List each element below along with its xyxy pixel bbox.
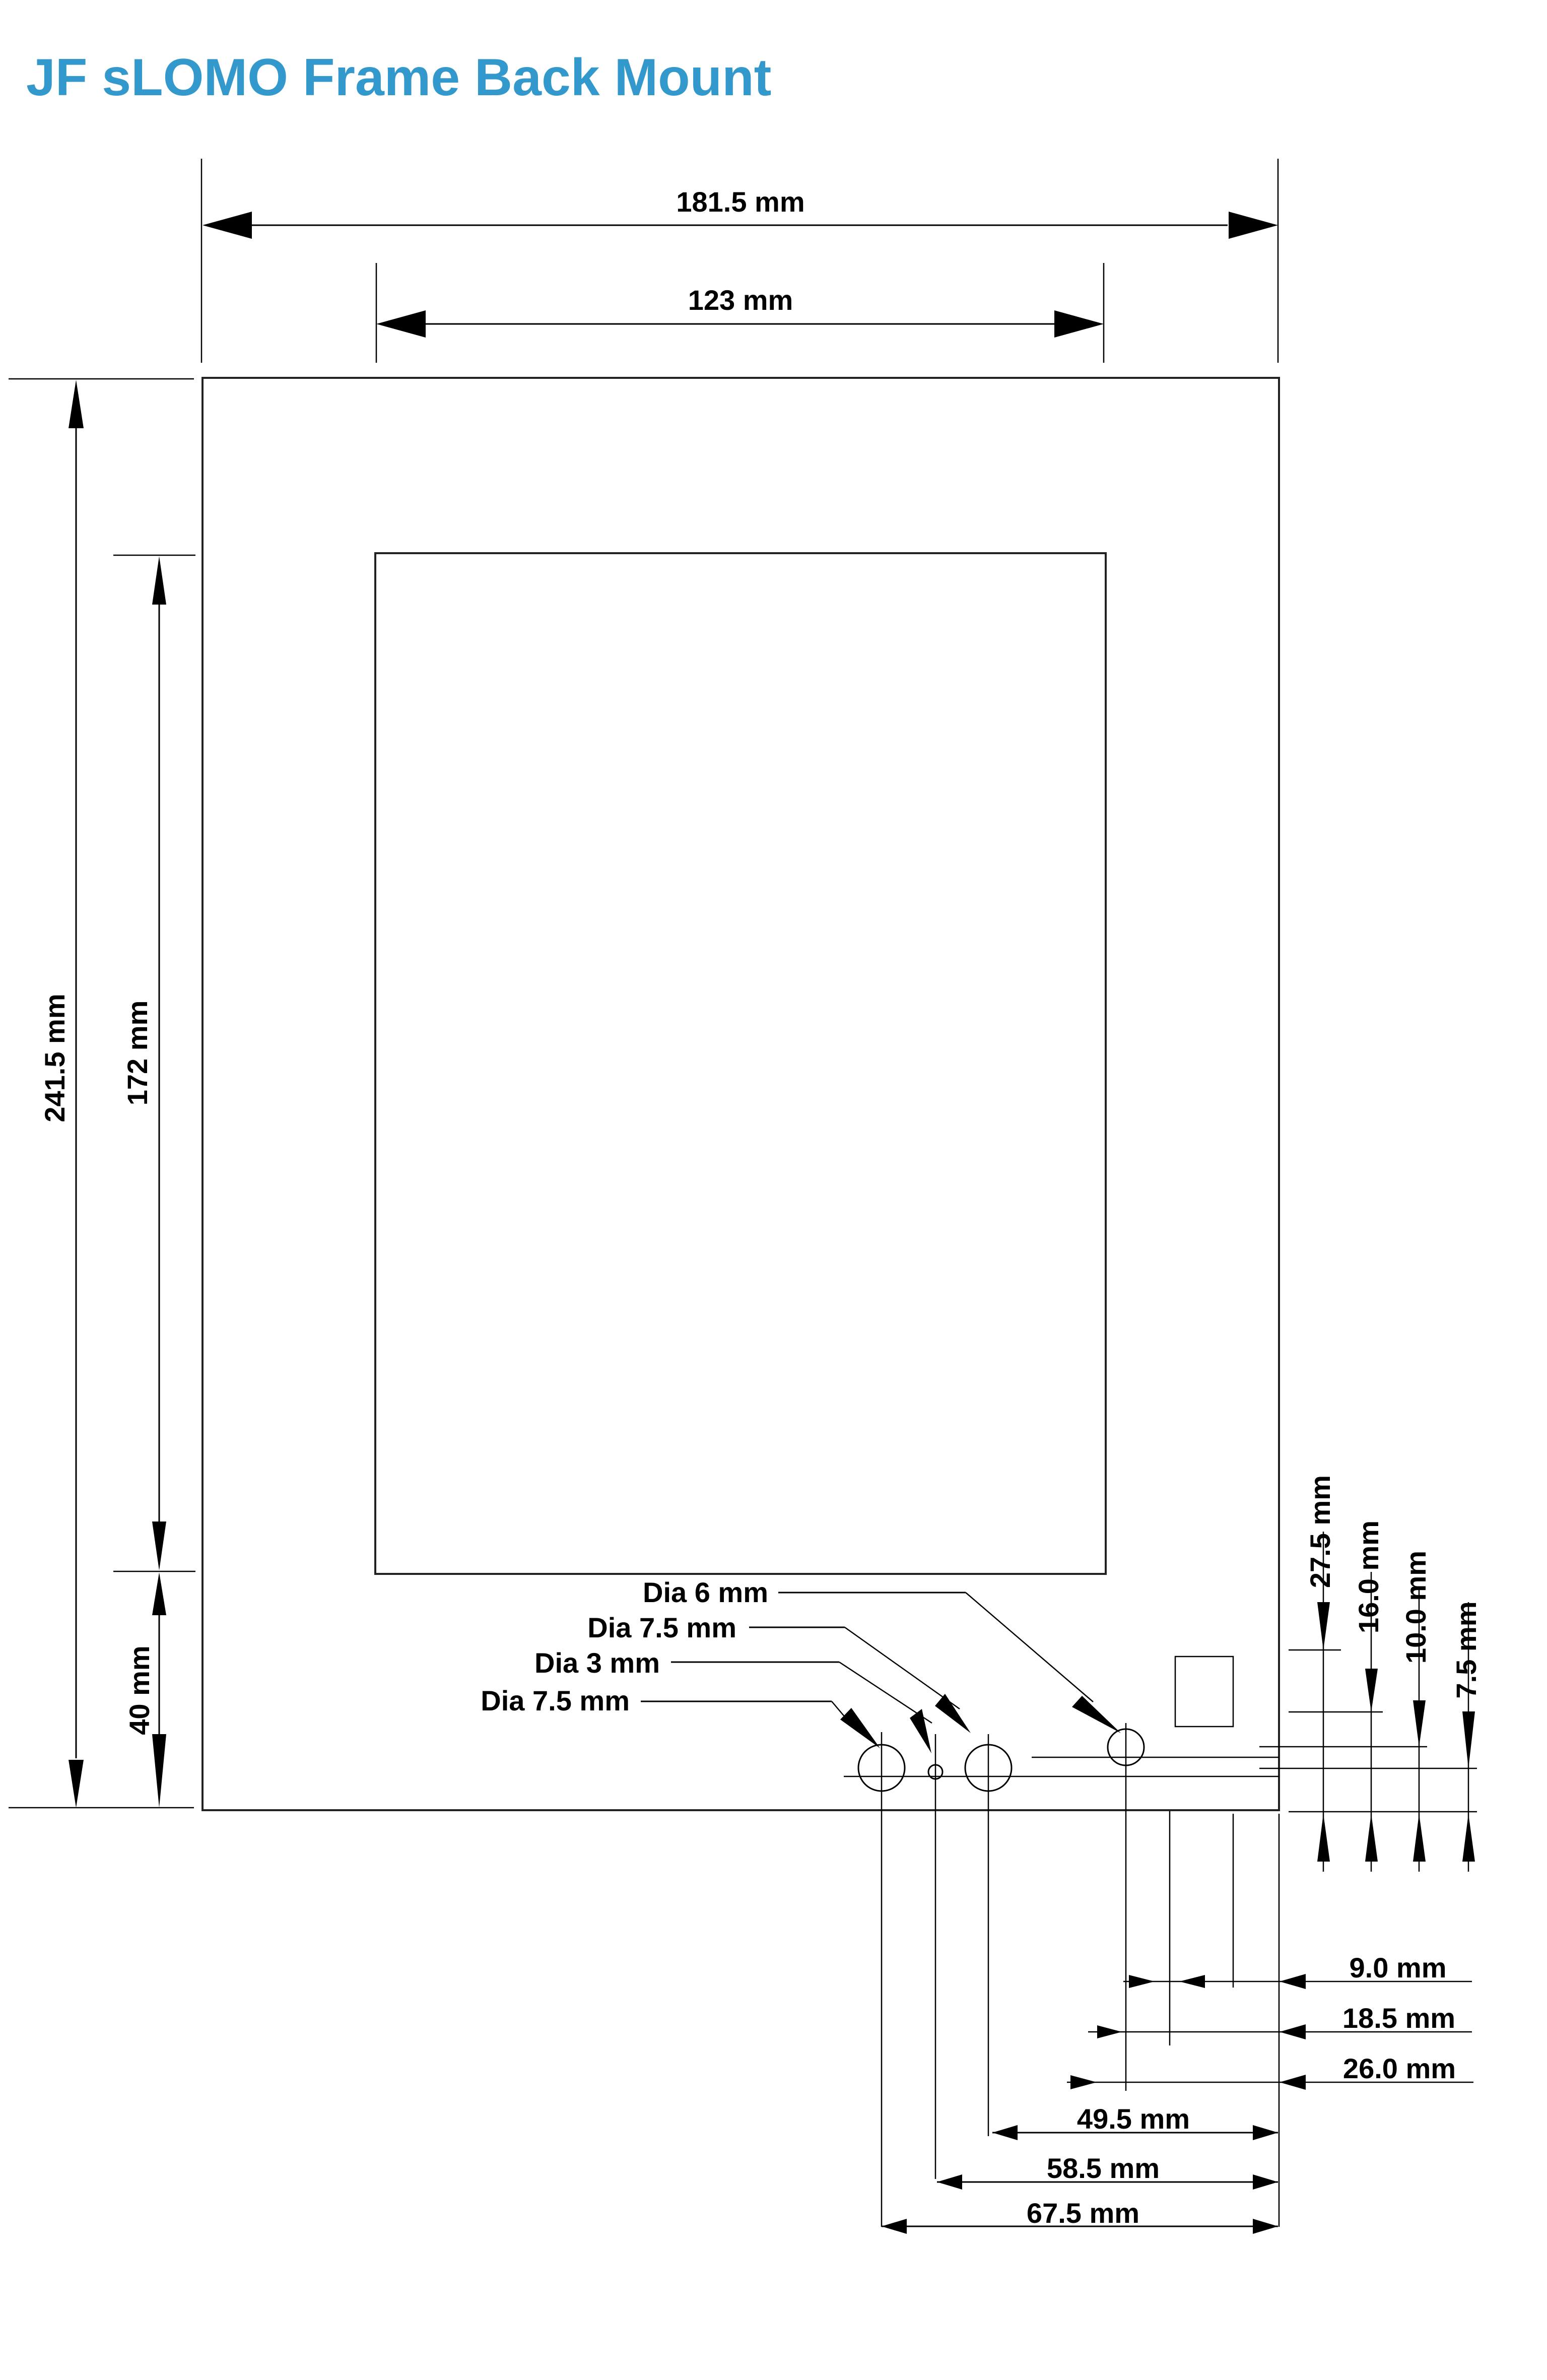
dim-horizontal-offsets-bottom: 49.5 mm 58.5 mm 67.5 mm xyxy=(882,2103,1278,2234)
small-cutout xyxy=(1174,1656,1234,1728)
dim-inner-width: 123 mm xyxy=(375,263,1105,363)
dim-label-241-5: 241.5 mm xyxy=(39,994,71,1122)
dim-horizontal-offsets-right: 9.0 mm 18.5 mm 26.0 mm xyxy=(1067,1952,1473,2090)
outer-frame xyxy=(201,377,1280,1811)
dim-label-26-0: 26.0 mm xyxy=(1343,2053,1456,2084)
dim-vertical-offsets: 27.5 mm 16.0 mm 10.0 mm 7.5 mm xyxy=(1259,1475,1482,1872)
dim-label-181-5: 181.5 mm xyxy=(676,186,804,218)
dim-bottom-margin: 40 mm xyxy=(123,1572,166,1808)
dim-label-27-5: 27.5 mm xyxy=(1304,1475,1336,1588)
dim-label-18-5: 18.5 mm xyxy=(1342,2002,1455,2034)
dim-label-7-5: 7.5 mm xyxy=(1450,1602,1482,1699)
leader-dia-7-5-right: Dia 7.5 mm xyxy=(587,1612,971,1733)
dim-label-16-0: 16.0 mm xyxy=(1353,1520,1384,1633)
dim-inner-height: 172 mm xyxy=(113,554,195,1572)
callout-dia-7-5-upper: Dia 7.5 mm xyxy=(587,1612,736,1643)
callout-dia-6: Dia 6 mm xyxy=(643,1576,768,1608)
dim-label-49-5: 49.5 mm xyxy=(1077,2103,1190,2135)
inner-window xyxy=(374,552,1107,1575)
dim-outer-height: 241.5 mm xyxy=(9,378,194,1809)
dim-label-9-0: 9.0 mm xyxy=(1350,1952,1447,1984)
callout-dia-7-5-lower: Dia 7.5 mm xyxy=(481,1685,630,1716)
dim-label-10-0: 10.0 mm xyxy=(1400,1551,1432,1664)
holes xyxy=(844,1723,1280,2227)
leader-dia-6: Dia 6 mm xyxy=(643,1576,1121,1733)
drawing-title: JF sLOMO Frame Back Mount xyxy=(26,48,772,107)
dim-label-67-5: 67.5 mm xyxy=(1027,2197,1139,2229)
dim-label-172: 172 mm xyxy=(121,1001,153,1106)
callout-dia-3: Dia 3 mm xyxy=(534,1647,660,1679)
dim-label-123: 123 mm xyxy=(688,284,793,316)
leader-dia-7-5-left: Dia 7.5 mm xyxy=(481,1685,880,1748)
dim-outer-width: 181.5 mm xyxy=(200,159,1279,363)
leader-dia-3: Dia 3 mm xyxy=(534,1647,932,1753)
dim-label-58-5: 58.5 mm xyxy=(1047,2152,1160,2184)
dim-label-40: 40 mm xyxy=(123,1645,155,1735)
